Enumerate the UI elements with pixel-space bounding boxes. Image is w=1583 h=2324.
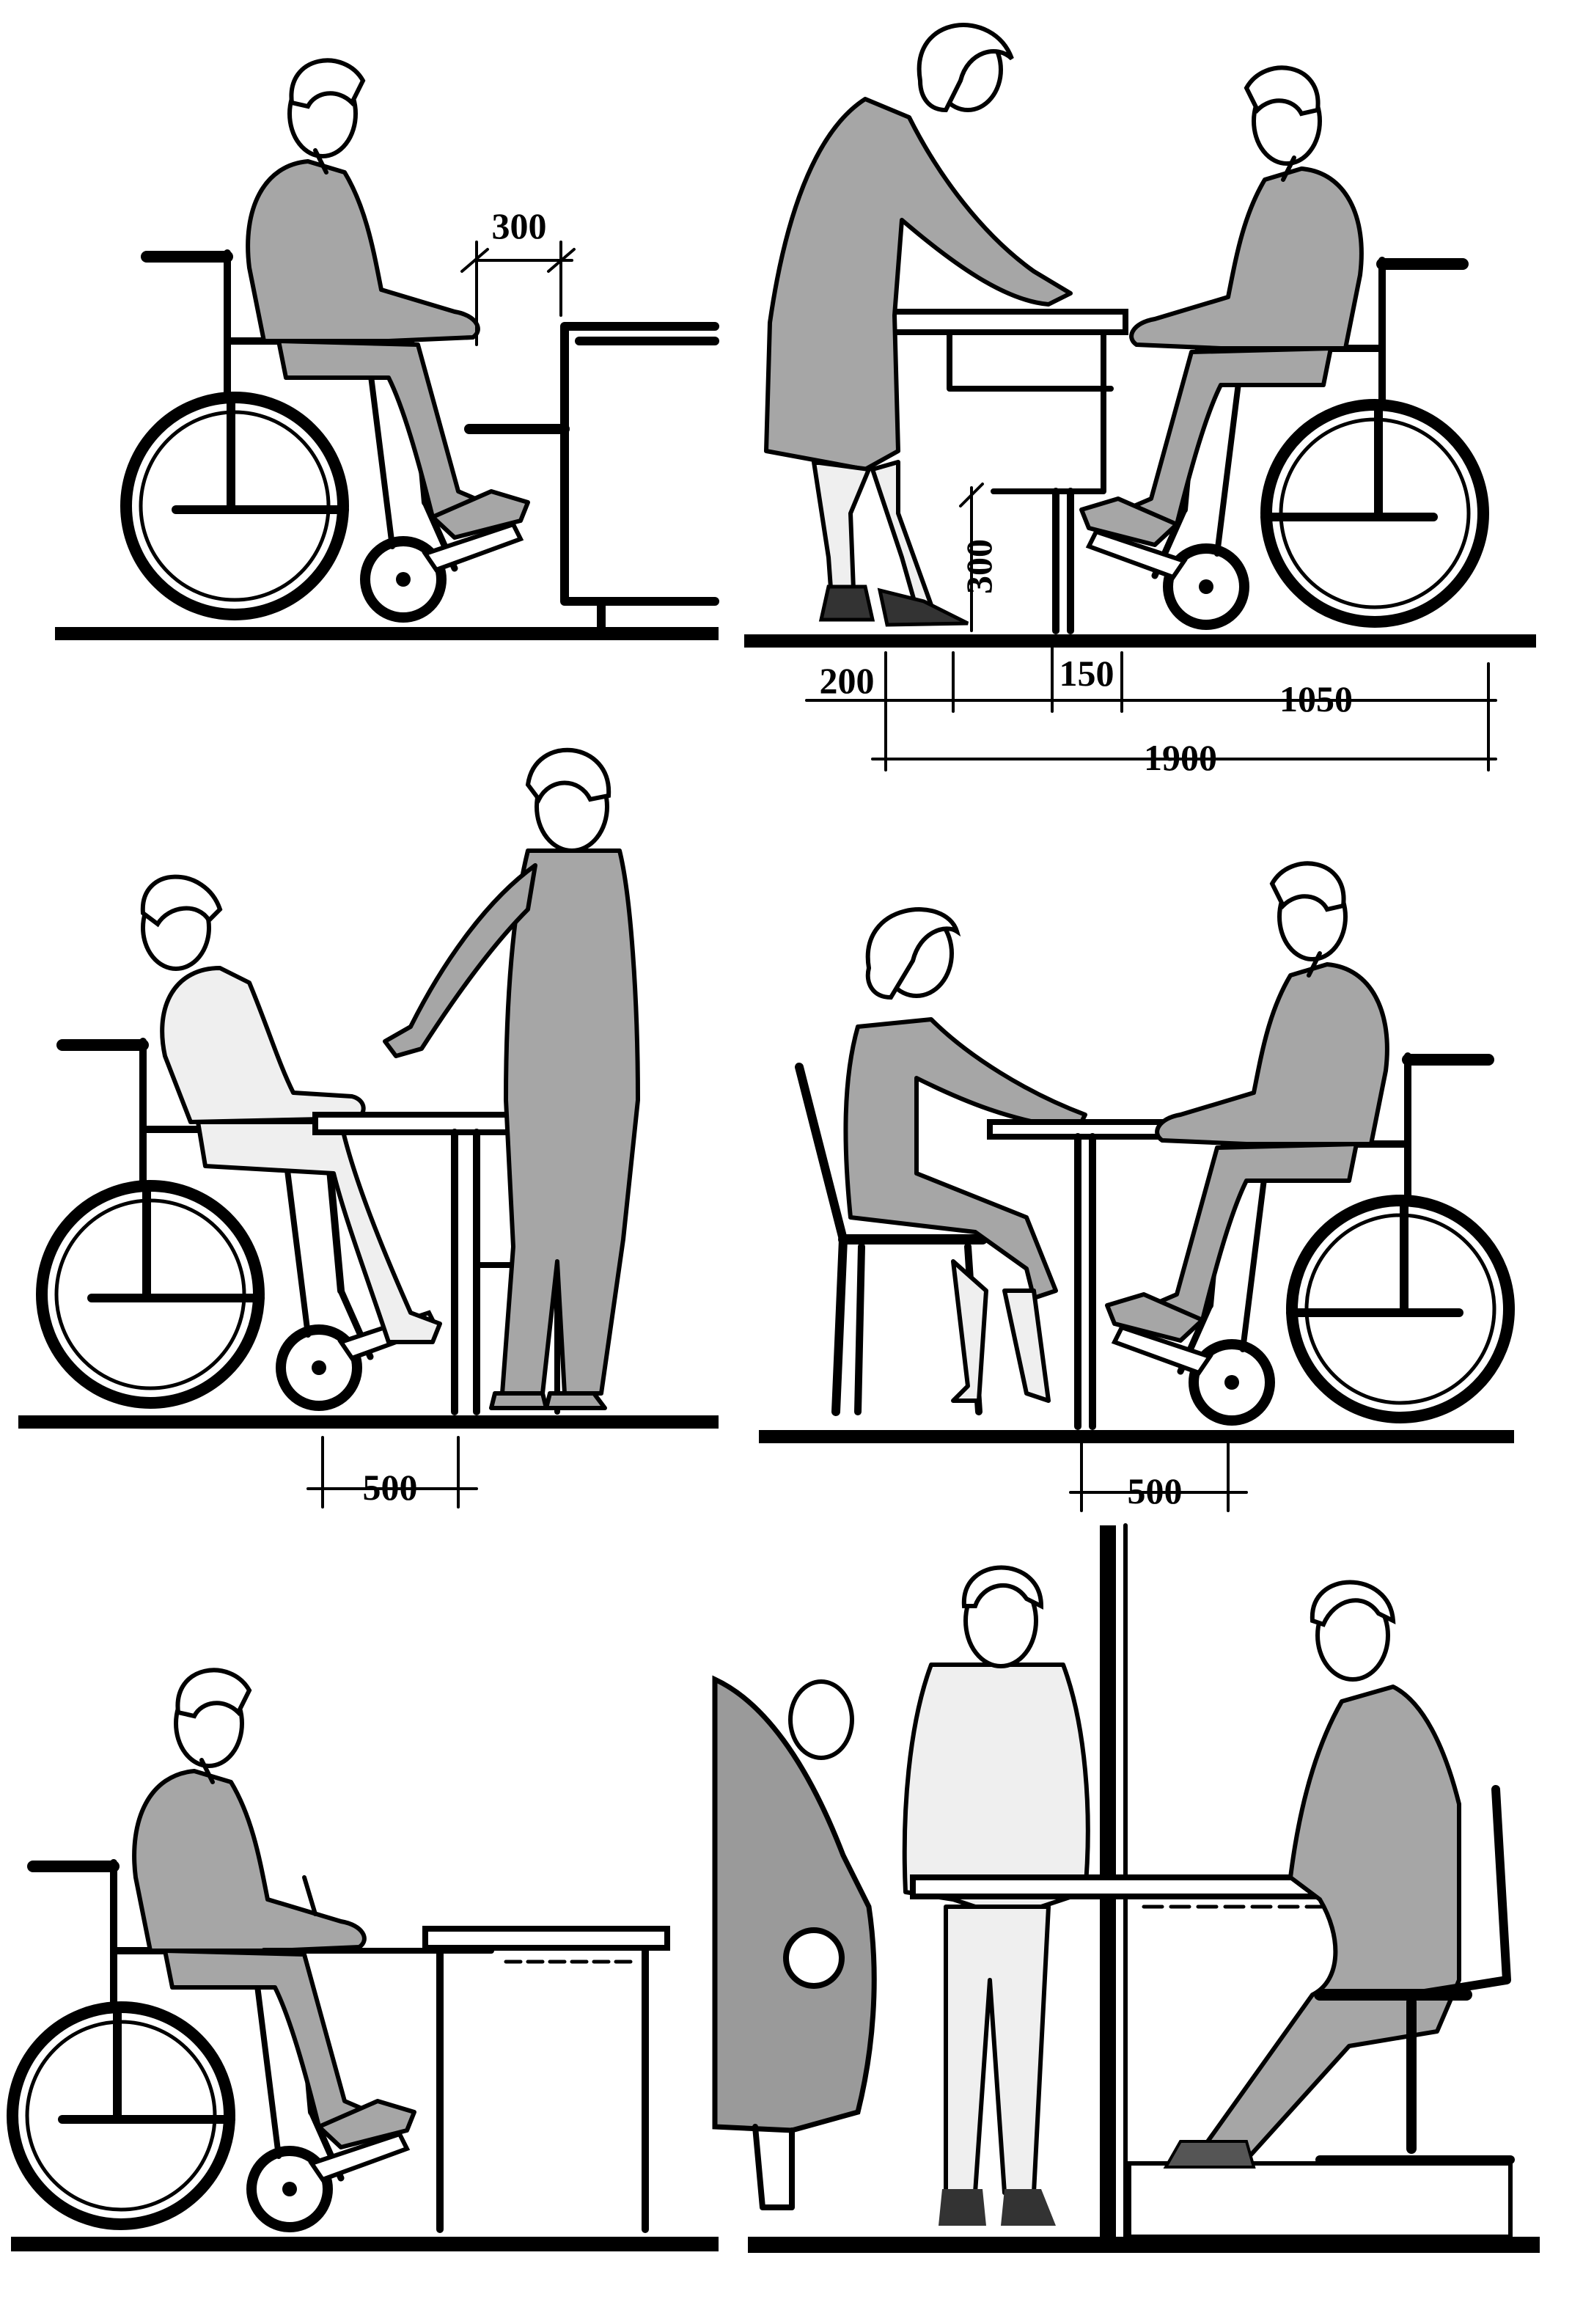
dimension-label: 500 [363,1467,418,1508]
dimension-toe-height: 300 [958,483,999,632]
scene-1-counter-approach: 300 [55,60,719,640]
scene-3-desk-assistance: 500 [18,750,719,1509]
dimension-label: 300 [492,205,547,246]
dimension-label: 300 [958,539,999,594]
scene-2-counter-service: 300 200 150 1050 1900 [744,23,1536,778]
dimension-label: 1050 [1279,678,1353,719]
service-desk [888,309,1128,634]
dimension-label: 1900 [1144,737,1217,778]
seated-woman [843,907,1087,1403]
dimension-knee-clearance: 300 [460,205,576,346]
dimension-overhang: 500 [306,1436,478,1509]
dimension-label: 150 [1059,653,1114,694]
pen-icon [302,1875,317,1916]
standing-attendant [902,1565,1090,2226]
scene-5-writing-desk [11,1670,719,2251]
car-front [712,1675,877,2210]
office-stool [1314,1785,1515,2164]
side-chair [795,1063,988,1416]
seated-clerk [1163,1580,1461,2169]
dimension-label: 200 [820,660,875,701]
seated-user-light [140,874,442,1344]
dimension-chain: 200 150 1050 1900 [805,644,1497,778]
dimension-label: 500 [1128,1470,1183,1511]
counter-profile [464,322,719,631]
scene-6-service-window [712,1523,1540,2253]
dimension-overhang: 500 [1069,1440,1248,1512]
standing-clerk [764,23,1073,627]
transaction-counter [910,1874,1341,1899]
scene-4-table-conversation: 500 [759,863,1514,1512]
writing-desk [261,1926,670,2233]
